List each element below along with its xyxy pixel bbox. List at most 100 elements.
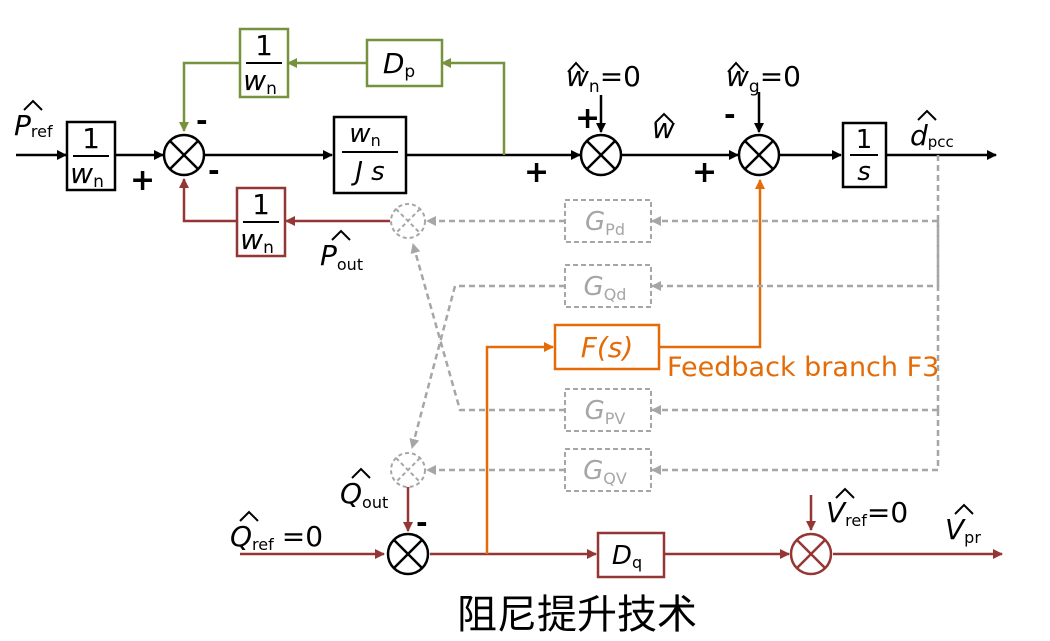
svg-text:GPd: GPd	[585, 207, 625, 239]
red-q-lines	[240, 487, 1003, 559]
svg-text:dpcc: dpcc	[910, 119, 954, 152]
block-num: w	[349, 119, 371, 149]
green-feedback-lines	[179, 58, 506, 155]
block-sym: G	[584, 272, 604, 302]
block-gpv: GPV	[564, 388, 652, 432]
svg-text:Vref=0: Vref=0	[826, 496, 908, 530]
block-sym: D	[612, 541, 632, 571]
sign-plus-2: +	[575, 101, 600, 136]
block-dp: Dp	[365, 38, 444, 88]
sign-minus-2: -	[208, 154, 220, 187]
svg-text:Dq: Dq	[612, 541, 642, 572]
block-den: w	[243, 64, 266, 97]
block-inv-wn-red: 1 wn	[235, 186, 287, 258]
sum-junction-3	[737, 133, 781, 177]
svg-text:GPV: GPV	[585, 396, 626, 428]
block-dq: Dq	[596, 531, 666, 579]
hat-mark	[654, 112, 674, 124]
block-sub: Qd	[604, 285, 627, 304]
block-fs: F(s)	[553, 323, 661, 371]
block-inv-wn-green: 1 wn	[238, 27, 290, 99]
svg-text:Qref=0: Qref=0	[230, 520, 323, 554]
hat-mark	[727, 61, 745, 73]
label-w-g-zero: wg=0	[726, 60, 801, 97]
block-num: 1	[856, 125, 873, 155]
label-q-out: Qout	[340, 467, 388, 512]
block-sym: G	[583, 456, 603, 486]
block-wn-over-js: wn J s	[332, 115, 408, 195]
svg-text:Dp: Dp	[383, 47, 415, 82]
sign-plus-1: +	[130, 163, 155, 198]
block-num: 1	[252, 188, 270, 221]
label-p-ref: Pref	[14, 99, 53, 142]
signs: - + - + + - + -	[130, 98, 736, 539]
label-v-ref: Vref=0	[826, 487, 908, 530]
hat-mark	[351, 467, 371, 479]
hat-mark	[23, 99, 43, 111]
block-sym: D	[383, 47, 405, 80]
label-v-pr: Vpr	[945, 503, 981, 547]
label-w-hat: w	[652, 112, 675, 145]
hat-mark	[954, 503, 974, 515]
block-label: F(s)	[581, 331, 634, 364]
svg-text:wn: wn	[70, 157, 104, 192]
hat-mark	[835, 487, 855, 499]
main-path-lines	[16, 92, 997, 160]
svg-text:Qout: Qout	[340, 477, 388, 512]
sign-minus-1: -	[196, 104, 208, 137]
svg-text:GQd: GQd	[584, 272, 627, 304]
sign-minus-3: -	[724, 98, 736, 131]
label-p-out: Pout	[320, 229, 363, 274]
label-d-pcc: dpcc	[910, 109, 954, 152]
gray-coupling-lines	[409, 155, 940, 475]
svg-text:w: w	[652, 112, 675, 145]
hat-mark	[239, 510, 259, 522]
sign-plus-3: +	[524, 155, 549, 190]
block-den-sub: n	[93, 172, 104, 192]
feedback-branch-label: Feedback branch F3	[667, 352, 939, 383]
block-gqv: GQV	[564, 448, 652, 492]
orange-feedback-lines	[485, 179, 765, 554]
block-den-sub: n	[266, 79, 277, 99]
hat-mark	[567, 61, 585, 73]
sign-minus-4: -	[416, 506, 428, 539]
block-sym: G	[585, 207, 605, 237]
block-sub: QV	[603, 469, 627, 488]
block-den: J s	[350, 157, 384, 187]
hat-mark	[331, 229, 351, 241]
sum-junction-v	[789, 532, 833, 576]
svg-text:wn=0: wn=0	[566, 60, 641, 97]
block-sub: Pd	[605, 220, 625, 239]
sum-junction-1	[162, 133, 206, 177]
block-num: 1	[255, 29, 273, 62]
block-gqd: GQd	[564, 264, 652, 308]
svg-text:Pref: Pref	[14, 109, 53, 142]
red-p-lines	[179, 178, 390, 226]
block-num: 1	[82, 122, 100, 155]
sum-junction-p-dashed	[390, 203, 426, 239]
sum-junction-q-dashed	[390, 452, 426, 488]
sign-plus-4: +	[692, 155, 717, 190]
svg-text:wn: wn	[240, 223, 274, 258]
block-den: w	[70, 157, 93, 190]
svg-text:Pout: Pout	[320, 239, 363, 274]
sum-junction-2	[579, 133, 623, 177]
svg-text:wn: wn	[349, 119, 380, 150]
block-num-sub: n	[371, 131, 381, 150]
block-den-sub: n	[263, 238, 274, 258]
sum-junction-q	[386, 532, 430, 576]
block-sub: q	[632, 553, 642, 572]
block-den: w	[240, 223, 263, 256]
block-sub: p	[404, 62, 415, 82]
block-sub: PV	[605, 409, 626, 428]
label-q-ref: Qref=0	[230, 510, 323, 554]
block-gpd: GPd	[564, 199, 652, 243]
block-den: s	[857, 157, 871, 187]
block-sym: G	[585, 396, 605, 426]
block-inv-wn-input: 1 wn	[65, 120, 117, 192]
label-w-n-zero: wn=0	[566, 60, 641, 97]
svg-text:GQV: GQV	[583, 456, 627, 488]
hat-mark	[917, 109, 937, 121]
diagram-caption: 阻尼提升技术	[457, 592, 697, 638]
